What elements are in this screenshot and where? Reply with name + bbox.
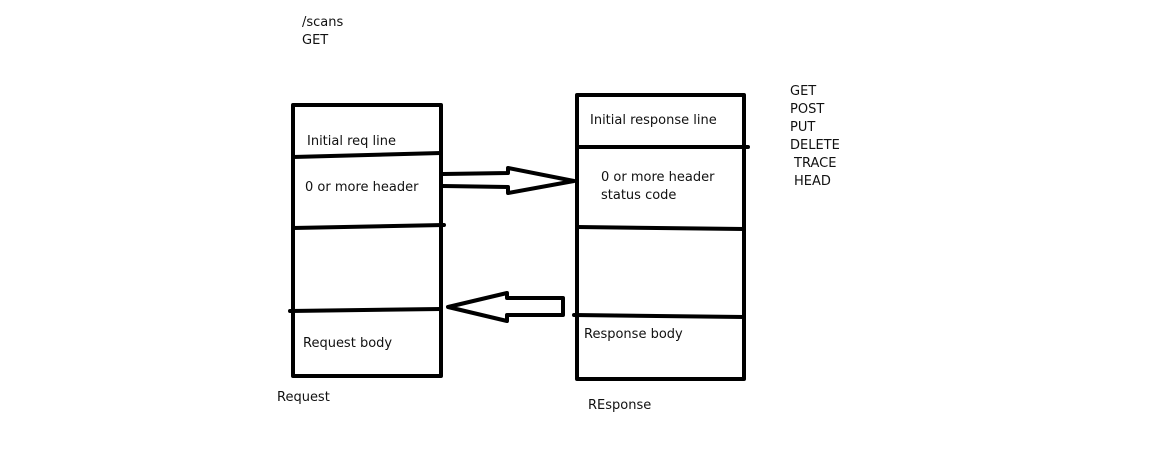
endpoint-method: GET <box>302 33 329 48</box>
response-body-label: Response body <box>584 327 683 342</box>
request-initial-line-label: Initial req line <box>307 134 397 149</box>
request-headers-label: 0 or more header <box>305 180 419 195</box>
response-initial-line-label: Initial response line <box>590 113 717 128</box>
method-item: HEAD <box>794 174 831 189</box>
response-headers-line-1: 0 or more header <box>601 170 715 185</box>
request-body-label: Request body <box>303 336 393 351</box>
request-divider-1 <box>291 151 443 159</box>
request-caption: Request <box>277 390 330 405</box>
arrow-to-response <box>441 166 576 195</box>
response-headers-label: 0 or more header status code <box>601 169 714 205</box>
request-box <box>291 103 443 378</box>
method-item: POST <box>790 102 825 117</box>
method-item: PUT <box>790 120 816 135</box>
request-divider-3 <box>288 307 443 313</box>
request-divider-2 <box>291 223 446 230</box>
arrow-to-request <box>446 291 565 323</box>
method-item: DELETE <box>790 138 840 153</box>
method-item: TRACE <box>794 156 837 171</box>
response-box <box>575 93 746 381</box>
endpoint-path: /scans <box>302 15 344 30</box>
method-item: GET <box>790 84 817 99</box>
http-methods-list: GET POST PUT DELETE TRACE HEAD <box>790 83 840 191</box>
response-headers-line-2: status code <box>601 188 677 203</box>
response-divider-2 <box>575 225 746 231</box>
response-divider-3 <box>572 313 746 319</box>
response-caption: REsponse <box>588 398 652 413</box>
endpoint-note: /scans GET <box>302 14 343 50</box>
